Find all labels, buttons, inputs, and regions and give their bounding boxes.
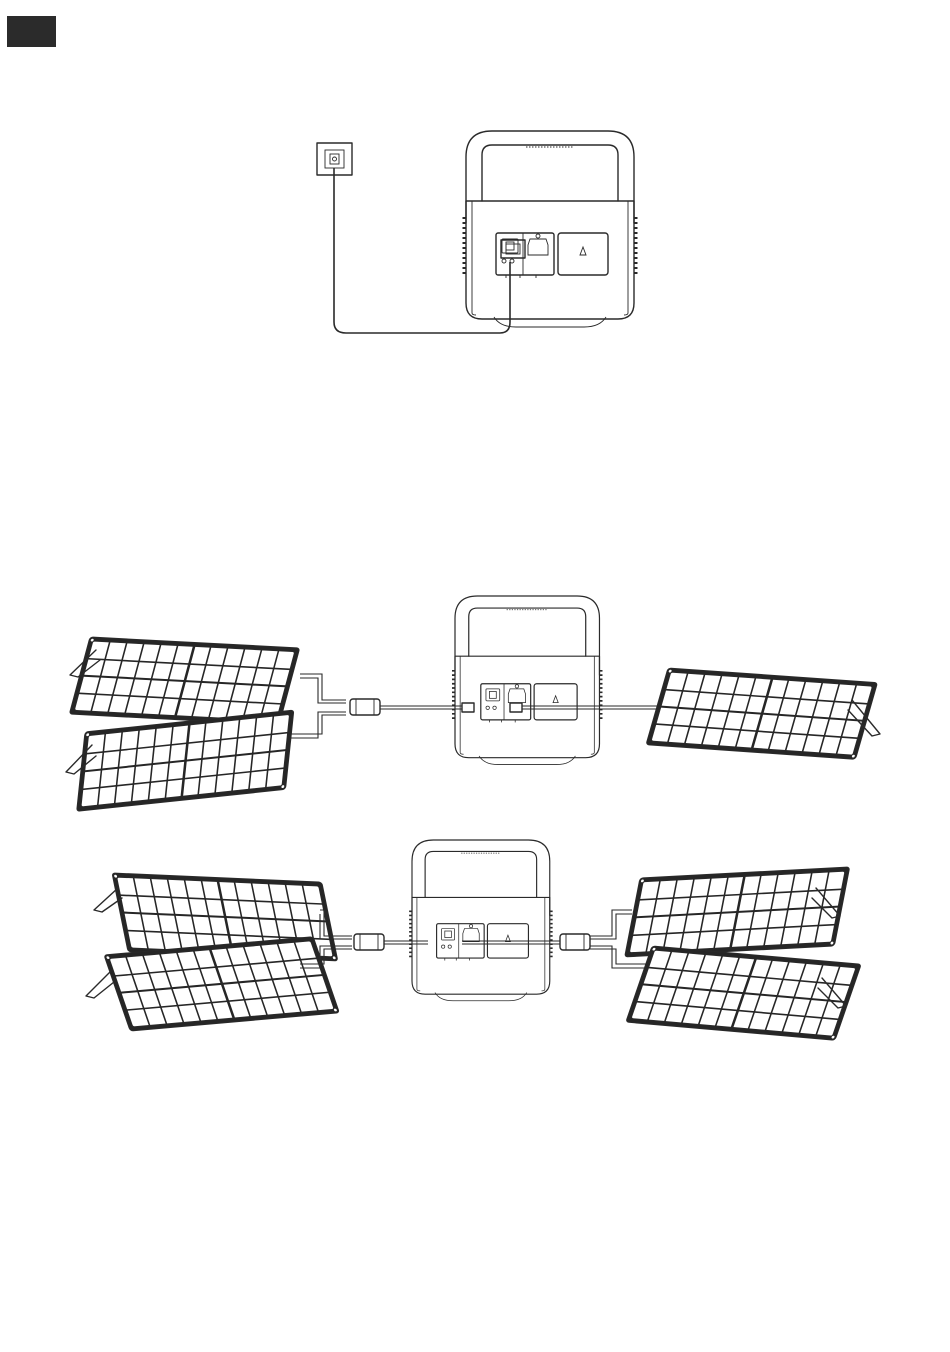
panel-kickstand — [86, 972, 114, 998]
figure-solar-four-panels — [86, 840, 861, 1040]
y-branch-connector — [354, 934, 384, 950]
power-station — [464, 131, 636, 327]
y-branch-connector — [350, 699, 380, 715]
solar-panel — [77, 710, 294, 811]
solar-panel — [646, 668, 877, 759]
ac-charging-cable — [334, 168, 510, 333]
power-station — [410, 840, 551, 1001]
solar-panel — [69, 637, 299, 725]
figure-wall-charging — [317, 131, 636, 333]
solar-panel — [626, 946, 861, 1040]
power-station — [453, 596, 601, 765]
figure-solar-three-panels — [66, 596, 880, 811]
y-branch-connector — [560, 934, 590, 950]
solar-panel — [625, 867, 850, 957]
ac-input-plug-icon — [501, 240, 525, 258]
